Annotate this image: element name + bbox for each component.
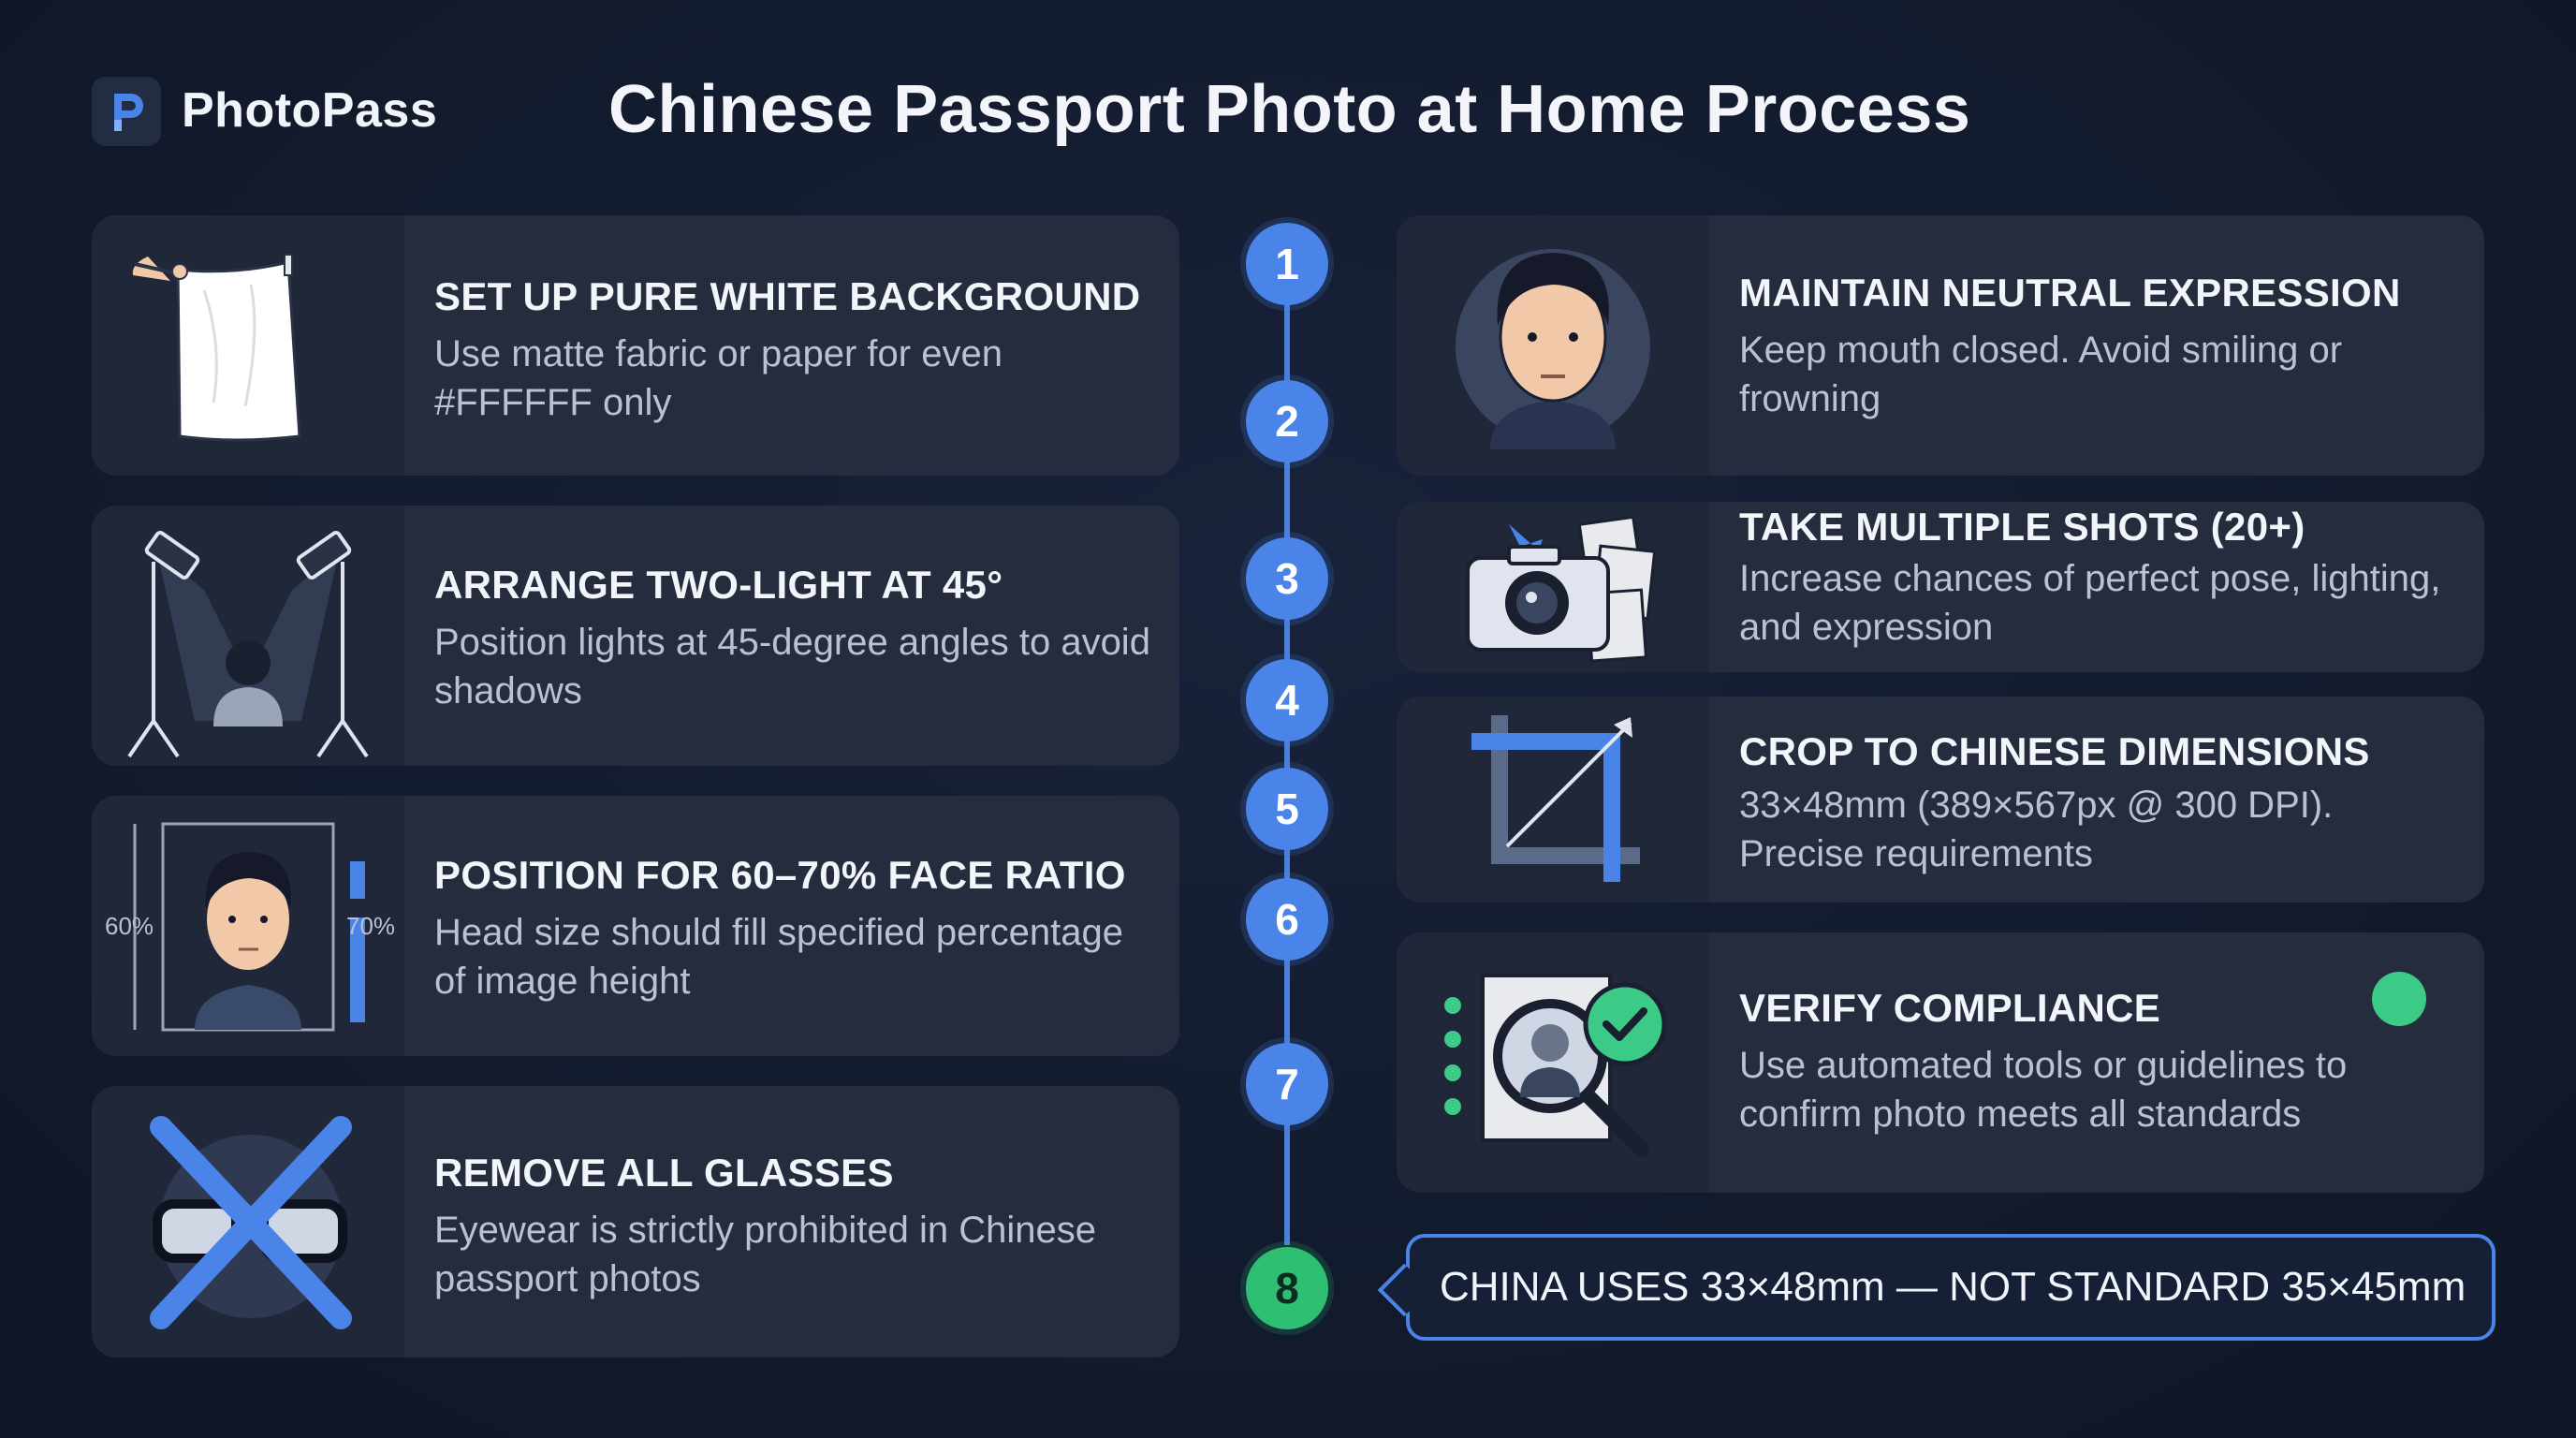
step-description: Use automated tools or guidelines to con… <box>1739 1045 2348 1136</box>
face-ratio-icon: 60% 70% <box>92 796 404 1056</box>
step-card-6: TAKE MULTIPLE SHOTS (20+) Increase chanc… <box>1397 502 2484 672</box>
step-card-7: CROP TO CHINESE DIMENSIONS 33×48mm (389×… <box>1397 697 2484 902</box>
ratio-label-60: 60% <box>105 912 154 940</box>
step-number-3: 3 <box>1246 537 1328 620</box>
neutral-face-icon <box>1397 215 1709 476</box>
step-card-5: MAINTAIN NEUTRAL EXPRESSION Keep mouth c… <box>1397 215 2484 476</box>
step-title: MAINTAIN NEUTRAL EXPRESSION <box>1739 271 2401 315</box>
step-description: Use matte fabric or paper for even #FFFF… <box>434 333 1003 424</box>
step-description: 33×48mm (389×567px @ 300 DPI). Precise r… <box>1739 785 2334 875</box>
step-number-7: 7 <box>1246 1043 1328 1125</box>
step-title: CROP TO CHINESE DIMENSIONS <box>1739 729 2370 773</box>
status-dot <box>2372 972 2426 1026</box>
step-description: Increase chances of perfect pose, lighti… <box>1739 558 2441 649</box>
step-title: TAKE MULTIPLE SHOTS (20+) <box>1739 505 2305 549</box>
photopass-logo-icon <box>92 77 161 146</box>
step-number-2: 2 <box>1246 380 1328 462</box>
step-description: Position lights at 45-degree angles to a… <box>434 622 1150 712</box>
step-number-8: 8 <box>1246 1247 1328 1329</box>
verify-magnifier-icon <box>1397 932 1709 1193</box>
step-title: SET UP PURE WHITE BACKGROUND <box>434 274 1141 318</box>
step-title: REMOVE ALL GLASSES <box>434 1151 894 1195</box>
step-title: VERIFY COMPLIANCE <box>1739 986 2161 1030</box>
step-number-5: 5 <box>1246 768 1328 850</box>
dimension-note-text: CHINA USES 33×48mm — NOT STANDARD 35×45m… <box>1440 1264 2466 1310</box>
header: PhotoPass Chinese Passport Photo at Home… <box>0 0 2576 187</box>
step-card-8: VERIFY COMPLIANCE Use automated tools or… <box>1397 932 2484 1193</box>
step-card-2: ARRANGE TWO-LIGHT AT 45° Position lights… <box>92 506 1179 766</box>
camera-photos-icon <box>1397 502 1709 672</box>
step-title: POSITION FOR 60–70% FACE RATIO <box>434 853 1126 897</box>
dimension-note-callout: CHINA USES 33×48mm — NOT STANDARD 35×45m… <box>1406 1234 2496 1341</box>
step-card-4: REMOVE ALL GLASSES Eyewear is strictly p… <box>92 1086 1179 1357</box>
step-description: Keep mouth closed. Avoid smiling or frow… <box>1739 330 2343 420</box>
no-glasses-icon <box>92 1086 404 1357</box>
brand-name: PhotoPass <box>182 83 438 138</box>
step-number-4: 4 <box>1246 659 1328 741</box>
step-title: ARRANGE TWO-LIGHT AT 45° <box>434 563 1003 607</box>
step-card-1: SET UP PURE WHITE BACKGROUND Use matte f… <box>92 215 1179 476</box>
crop-icon <box>1397 697 1709 902</box>
page-title: Chinese Passport Photo at Home Process <box>608 72 1971 147</box>
white-cloth-icon <box>92 215 404 476</box>
studio-lights-icon <box>92 506 404 766</box>
step-card-3: 60% 70% POSITION FOR 60–70% FACE RATIO H… <box>92 796 1179 1056</box>
step-description: Eyewear is strictly prohibited in Chines… <box>434 1210 1096 1300</box>
step-number-1: 1 <box>1246 223 1328 305</box>
step-description: Head size should fill specified percenta… <box>434 912 1123 1003</box>
ratio-label-70: 70% <box>346 912 396 940</box>
step-number-6: 6 <box>1246 878 1328 961</box>
